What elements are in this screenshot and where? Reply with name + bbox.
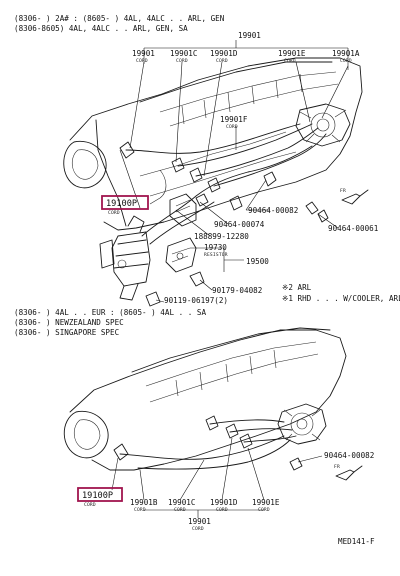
- label-bottom-cord-4: CORD: [216, 507, 228, 513]
- top-labels: 19901 19901 CORD 19901C CORD 19901D CORD…: [101, 31, 379, 305]
- resistor-drawing: [165, 237, 197, 273]
- top-leader-lines: [119, 40, 349, 303]
- label-19730: 19730: [204, 243, 227, 252]
- bottom-engine-drawing: [63, 327, 363, 481]
- label-cord-7: CORD: [108, 210, 120, 216]
- label-19901d: 19901D: [210, 49, 238, 58]
- label-front-top: FR: [340, 188, 346, 194]
- label-bottom-19901d: 19901D: [210, 498, 238, 507]
- header-line-2: (8306-8605) 4AL, 4ALC . . ARL, GEN, SA: [14, 24, 188, 33]
- spec-line-2: (8306- ) NEWZEALAND SPEC: [14, 318, 124, 327]
- label-90119-06197: 90119-06197(2): [164, 296, 228, 305]
- spec-line-3: (8306- ) SINGAPORE SPEC: [14, 328, 119, 337]
- label-bottom-19901e: 19901E: [252, 498, 280, 507]
- label-bottom-cord-2: CORD: [134, 507, 146, 513]
- label-bottom-19100p: 19100P: [82, 491, 113, 501]
- label-cord-3: CORD: [216, 58, 228, 64]
- label-19901-top-group: 19901: [238, 31, 261, 40]
- label-90464-00082: 90464-00082: [248, 206, 298, 215]
- label-cord-1: CORD: [136, 58, 148, 64]
- label-19901e: 19901E: [278, 49, 306, 58]
- label-19901c: 19901C: [170, 49, 197, 58]
- label-19500: 19500: [246, 257, 269, 266]
- top-engine-drawing: [63, 57, 369, 307]
- label-188899-12280: 188899-12280: [194, 232, 249, 241]
- label-cord-2: CORD: [176, 58, 188, 64]
- label-front-bottom: FR: [334, 464, 340, 470]
- label-bottom-19901b: 19901B: [130, 498, 158, 507]
- note-star1: ※1 RHD . . . W/COOLER, ARL: [282, 294, 400, 303]
- label-cord-4: CORD: [284, 58, 296, 64]
- header-line-1: (8306- ) 2A# : (8605- ) 4AL, 4ALC . . AR…: [14, 14, 225, 23]
- label-bottom-90464-00082: 90464-00082: [324, 451, 374, 460]
- label-resistor: RESISTOR: [204, 252, 228, 258]
- label-bottom-cord-6: CORD: [192, 526, 204, 532]
- bottom-leader-lines: [111, 437, 323, 518]
- label-19901: 19901: [132, 49, 155, 58]
- label-cord-6: CORD: [226, 124, 238, 130]
- ignition-coil-drawing: [99, 215, 151, 301]
- label-bottom-cord-5: CORD: [258, 507, 270, 513]
- highlight-bottom-19100p: [77, 487, 123, 502]
- label-90464-00074: 90464-00074: [214, 220, 265, 229]
- label-19100p: 19100P: [106, 199, 137, 209]
- spec-line-1: (8306- ) 4AL . . EUR : (8605- ) 4AL . . …: [14, 308, 206, 317]
- label-cord-5: CORD: [340, 58, 352, 64]
- label-90179-04082: 90179-04082: [212, 286, 262, 295]
- label-90464-00061: 90464-00061: [328, 224, 379, 233]
- label-bottom-19901: 19901: [188, 517, 211, 526]
- note-star2: ※2 ARL: [282, 283, 312, 292]
- figure-code: MED141-F: [338, 537, 375, 546]
- label-19901f: 19901F: [220, 115, 248, 124]
- bottom-labels: 90464-00082 19100P CORD 19901B CORD 1990…: [77, 451, 374, 532]
- highlight-19100p: [101, 195, 149, 210]
- label-19901a: 19901A: [332, 49, 360, 58]
- label-bottom-cord-1: CORD: [84, 502, 96, 508]
- label-bottom-cord-3: CORD: [174, 507, 186, 513]
- label-bottom-19901c: 19901C: [168, 498, 195, 507]
- notes-block: ※2 ARL ※1 RHD . . . W/COOLER, ARL (8306-…: [14, 283, 400, 337]
